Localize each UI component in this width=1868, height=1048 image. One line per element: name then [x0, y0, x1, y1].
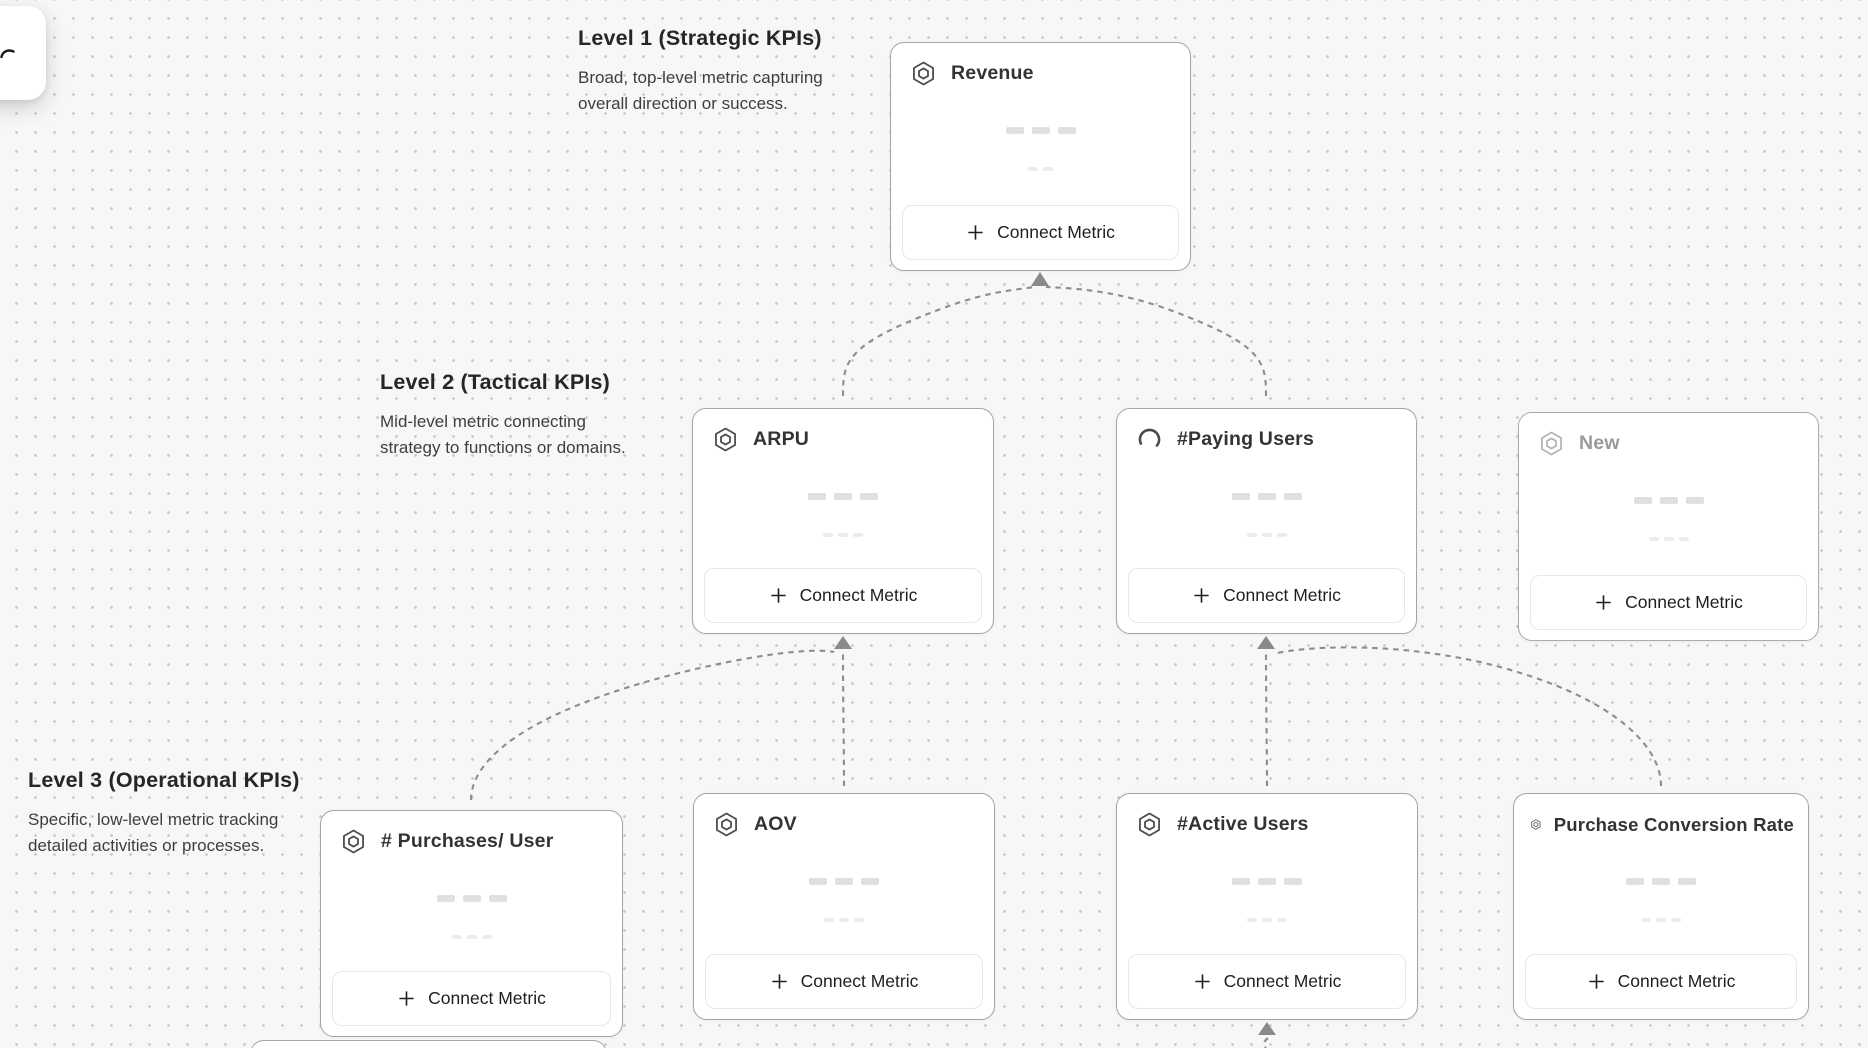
chart-skeleton	[694, 878, 994, 885]
connect-metric-button[interactable]: Connect Metric	[1128, 568, 1405, 623]
connect-metric-button[interactable]: Connect Metric	[1128, 954, 1406, 1009]
metric-title: New	[1579, 432, 1620, 454]
metric-card-paying-users[interactable]: #Paying Users Connect Metric	[1116, 408, 1417, 634]
chart-skeleton	[891, 167, 1190, 171]
edge-aov-to-arpu	[841, 653, 846, 787]
connect-metric-button[interactable]: Connect Metric	[902, 205, 1179, 260]
edge-arpu-to-revenue	[841, 285, 1035, 397]
metric-card-partial-bottom[interactable]	[250, 1040, 607, 1048]
edge-offscreen-to-active-users	[1262, 1037, 1269, 1048]
section-title: Level 2 (Tactical KPIs)	[380, 370, 611, 394]
section-description: Broad, top-level metric capturing overal…	[578, 68, 823, 113]
chart-skeleton	[694, 918, 994, 922]
section-description: Mid-level metric connecting strategy to …	[380, 412, 626, 457]
connect-metric-label: Connect Metric	[428, 988, 546, 1008]
connect-metric-button[interactable]: Connect Metric	[1525, 954, 1797, 1009]
section-level-3: Level 3 (Operational KPIs) Specific, low…	[28, 768, 328, 858]
hexagon-metric-icon	[1139, 812, 1160, 837]
arrowhead-into-revenue	[1031, 272, 1049, 286]
metric-title: AOV	[754, 813, 797, 835]
arrowhead-into-paying-users	[1257, 636, 1275, 649]
connect-metric-button[interactable]: Connect Metric	[332, 971, 611, 1026]
edge-active-users-to-paying-users	[1264, 653, 1269, 787]
chart-skeleton	[693, 493, 993, 500]
connect-metric-label: Connect Metric	[997, 222, 1115, 242]
section-level-1: Level 1 (Strategic KPIs) Broad, top-leve…	[578, 26, 868, 116]
hexagon-metric-icon	[1541, 431, 1562, 456]
metric-title: # Purchases/ User	[381, 830, 554, 852]
chart-skeleton	[693, 533, 993, 537]
loading-spinner-icon	[1138, 428, 1161, 451]
metric-card-active-users[interactable]: #Active Users Connect Metric	[1116, 793, 1418, 1020]
metric-card-arpu[interactable]: ARPU Connect Metric	[692, 408, 994, 634]
arrowhead-into-active-users	[1258, 1022, 1276, 1035]
connect-metric-label: Connect Metric	[799, 585, 918, 605]
plus-icon	[1596, 595, 1611, 610]
chart-skeleton	[1519, 497, 1818, 504]
metric-title: Revenue	[951, 62, 1034, 84]
metric-card-purchase-conversion-rate[interactable]: Purchase Conversion Rate Connect Metric	[1513, 793, 1809, 1020]
section-title: Level 3 (Operational KPIs)	[28, 768, 300, 792]
connect-metric-button[interactable]: Connect Metric	[705, 954, 983, 1009]
chart-skeleton	[1117, 493, 1416, 500]
chart-skeleton	[321, 935, 622, 939]
hexagon-metric-icon	[716, 812, 737, 837]
chart-skeleton	[1117, 918, 1417, 922]
partial-cursor-arrow-icon	[0, 49, 15, 59]
metric-title: ARPU	[753, 428, 810, 450]
metric-title: #Active Users	[1177, 813, 1309, 835]
chart-skeleton	[1514, 918, 1808, 922]
plus-icon	[1589, 974, 1604, 989]
chart-skeleton	[1514, 878, 1808, 885]
metric-card-purchases-per-user[interactable]: # Purchases/ User Connect Metric	[320, 810, 623, 1037]
edge-purchases-per-user-to-arpu	[469, 649, 835, 801]
metric-card-new[interactable]: New Connect Metric	[1518, 412, 1819, 641]
plus-icon	[772, 974, 787, 989]
connect-metric-label: Connect Metric	[1617, 971, 1736, 991]
plus-icon	[1195, 974, 1210, 989]
chart-skeleton	[1519, 537, 1818, 541]
edge-paying-users-to-revenue	[1045, 285, 1268, 397]
chart-skeleton	[1117, 533, 1416, 537]
plus-icon	[771, 588, 786, 603]
hexagon-metric-icon	[1531, 819, 1541, 830]
chart-skeleton	[891, 127, 1190, 134]
chart-skeleton	[1117, 878, 1417, 885]
section-title: Level 1 (Strategic KPIs)	[578, 26, 822, 50]
hexagon-metric-icon	[715, 427, 736, 452]
metric-title: #Paying Users	[1177, 428, 1315, 450]
connect-metric-label: Connect Metric	[1625, 592, 1743, 612]
toolbar-button[interactable]	[0, 6, 46, 100]
hexagon-metric-icon	[343, 829, 364, 854]
arrowhead-into-arpu	[834, 636, 852, 649]
hexagon-metric-icon	[913, 61, 934, 86]
connect-metric-label: Connect Metric	[1223, 585, 1341, 605]
edge-purchase-conversion-rate-to-paying-users	[1276, 646, 1663, 787]
plus-icon	[399, 991, 414, 1006]
plus-icon	[1194, 588, 1209, 603]
connect-metric-button[interactable]: Connect Metric	[1530, 575, 1807, 630]
plus-icon	[968, 225, 983, 240]
connect-metric-label: Connect Metric	[1223, 971, 1342, 991]
metric-card-aov[interactable]: AOV Connect Metric	[693, 793, 995, 1020]
connect-metric-button[interactable]: Connect Metric	[704, 568, 982, 623]
metric-card-revenue[interactable]: Revenue Connect Metric	[890, 42, 1191, 271]
connect-metric-label: Connect Metric	[800, 971, 919, 991]
section-description: Specific, low-level metric tracking deta…	[28, 810, 279, 855]
metric-title: Purchase Conversion Rate	[1553, 813, 1794, 835]
chart-skeleton	[321, 895, 622, 902]
section-level-2: Level 2 (Tactical KPIs) Mid-level metric…	[380, 370, 670, 460]
